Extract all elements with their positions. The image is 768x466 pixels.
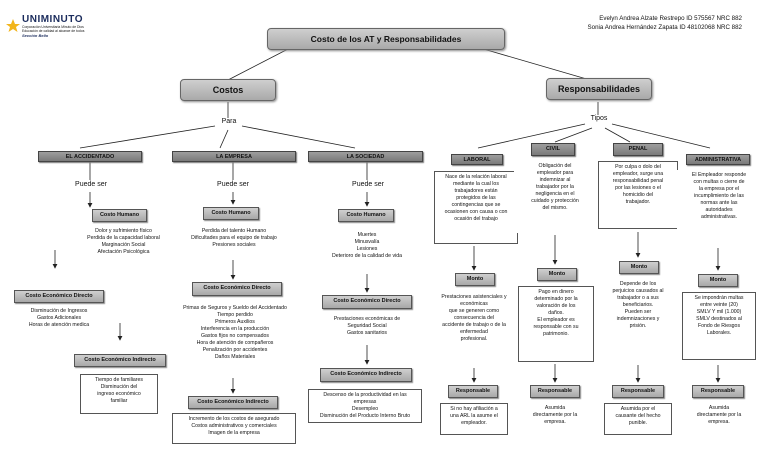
- header-administrativa: ADMINISTRATIVA: [686, 154, 750, 165]
- header-civil: CIVIL: [531, 143, 575, 156]
- accidentado-humano-text: Dolor y sufrimiento físico Perdida de la…: [75, 226, 172, 270]
- administrativa-responsable-title: Responsable: [692, 385, 744, 398]
- penal-responsable-text: Asumida por el causante del hecho punibl…: [604, 403, 672, 435]
- sociedad-directo-text: Prestaciones económicas de Seguridad Soc…: [312, 314, 422, 342]
- penal-monto-text: Depende de los perjuicios causados al tr…: [598, 279, 678, 351]
- empresa-humano-title: Costo Humano: [203, 207, 259, 220]
- sociedad-humano-title: Costo Humano: [338, 209, 394, 222]
- header-accidentado: EL ACCIDENTADO: [38, 151, 142, 162]
- civil-monto-title: Monto: [537, 268, 577, 281]
- logo-star-icon: [6, 19, 20, 32]
- administrativa-responsable-text: Asumida directamente por la empresa.: [682, 403, 756, 433]
- costos-node: Costos: [180, 79, 276, 101]
- logo-line3: Sección Bello: [22, 33, 49, 38]
- logo-name: UNIMINUTO: [22, 14, 83, 25]
- puede-ser-label: Puede ser: [345, 181, 391, 191]
- laboral-monto-text: Prestaciones asistenciales y económicas …: [428, 292, 520, 366]
- empresa-directo-title: Costo Económico Directo: [192, 282, 282, 296]
- responsabilidades-node: Responsabilidades: [546, 78, 652, 100]
- accidentado-humano-title: Costo Humano: [92, 209, 147, 222]
- header-sociedad: LA SOCIEDAD: [308, 151, 423, 162]
- sociedad-indirecto-title: Costo Económico Indirecto: [320, 368, 412, 382]
- administrativa-monto-text: Se impondrán multas entre veinte (20) SM…: [682, 292, 756, 360]
- laboral-responsable-text: Si no hay afiliación a una ARL la asume …: [440, 403, 508, 435]
- accidentado-indirecto-text: Tiempo de familiares Disminución del ing…: [80, 374, 158, 414]
- logo-line2: Educación de calidad al alcance de todos: [22, 29, 85, 33]
- empresa-indirecto-text: Incremento de los costos de asegurado Co…: [172, 413, 296, 444]
- empresa-directo-text: Primas de Seguros y Sueldo del Accidenta…: [170, 303, 300, 375]
- accidentado-indirecto-title: Costo Económico Indirecto: [74, 354, 166, 367]
- laboral-monto-title: Monto: [455, 273, 495, 286]
- credit-line: Sonia Andrea Hernández Zapata ID 4810206…: [587, 24, 742, 31]
- sociedad-indirecto-text: Descenso de la productividad en las empr…: [308, 389, 422, 423]
- diagram-title: Costo de los AT y Responsabilidades: [267, 28, 505, 50]
- logo-line1: Corporación Universitaria Minuto de Dios: [22, 25, 84, 29]
- sociedad-directo-title: Costo Económico Directo: [322, 295, 412, 309]
- civil-monto-text: Pago en dinero determinado por la valora…: [518, 286, 594, 362]
- header-penal: PENAL: [613, 143, 663, 156]
- tipos-label: Tipos: [586, 115, 612, 124]
- sociedad-humano-text: Muertes Minusvalía Lesiones Deterioro de…: [312, 230, 422, 272]
- civil-desc: Obligación del empleador para indemnizar…: [514, 161, 596, 233]
- header-laboral: LABORAL: [451, 154, 503, 165]
- penal-responsable-title: Responsable: [612, 385, 664, 398]
- para-label: Para: [218, 118, 240, 127]
- empresa-indirecto-title: Costo Económico Indirecto: [188, 396, 278, 409]
- civil-responsable-text: Asumida directamente por la empresa.: [518, 403, 592, 433]
- administrativa-monto-title: Monto: [698, 274, 738, 287]
- university-logo: UNIMINUTO Corporación Universitaria Minu…: [6, 10, 136, 42]
- puede-ser-label: Puede ser: [210, 181, 256, 191]
- credits: Evelyn Andrea Alzate Restrepo ID 575567 …: [520, 14, 742, 32]
- laboral-desc: Nace de la relación laboral mediante la …: [434, 171, 518, 244]
- civil-responsable-title: Responsable: [530, 385, 580, 398]
- empresa-humano-text: Perdida del talento Humano Dificultades …: [172, 226, 296, 258]
- header-empresa: LA EMPRESA: [172, 151, 296, 162]
- administrativa-desc: El Empleador responde con multas o cierr…: [677, 170, 761, 245]
- penal-monto-title: Monto: [619, 261, 659, 274]
- accidentado-directo-text: Disminución de Ingresos Gastos Adicional…: [14, 306, 104, 339]
- puede-ser-label: Puede ser: [68, 181, 114, 191]
- accidentado-directo-title: Costo Económico Directo: [14, 290, 104, 303]
- laboral-responsable-title: Responsable: [448, 385, 498, 398]
- credit-line: Evelyn Andrea Alzate Restrepo ID 575567 …: [599, 15, 742, 22]
- penal-desc: Por culpa o dolo del empleador, surge un…: [598, 161, 678, 229]
